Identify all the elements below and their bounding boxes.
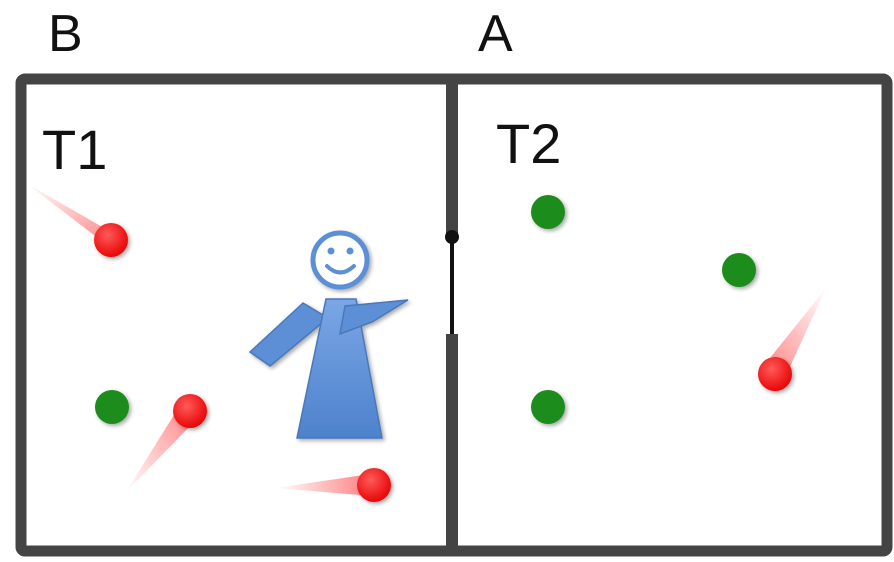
red-ball-trail — [26, 183, 116, 252]
region-t1-label: T1 — [42, 118, 108, 181]
person-right-arm — [339, 299, 409, 336]
person-eye — [327, 247, 335, 255]
red-ball-trail — [126, 402, 196, 492]
region-t2-label: T2 — [496, 112, 562, 175]
door-hinge — [445, 230, 459, 244]
person-figure — [248, 230, 409, 439]
green-dot — [531, 390, 565, 424]
red-ball — [758, 357, 792, 391]
person-body — [296, 298, 383, 439]
red-ball-trail — [276, 474, 372, 496]
red-ball — [94, 223, 128, 257]
green-dot — [531, 195, 565, 229]
red-ball — [173, 394, 207, 428]
person-head — [310, 230, 370, 290]
green-dot — [722, 253, 756, 287]
person-smile — [325, 264, 356, 275]
person-left-arm — [248, 302, 330, 367]
green-dot — [95, 390, 129, 424]
person-eye — [346, 247, 354, 255]
red-ball-trail — [762, 288, 826, 380]
room-b-label: B — [48, 5, 83, 63]
red-ball — [357, 468, 391, 502]
room-a-label: A — [478, 5, 513, 63]
